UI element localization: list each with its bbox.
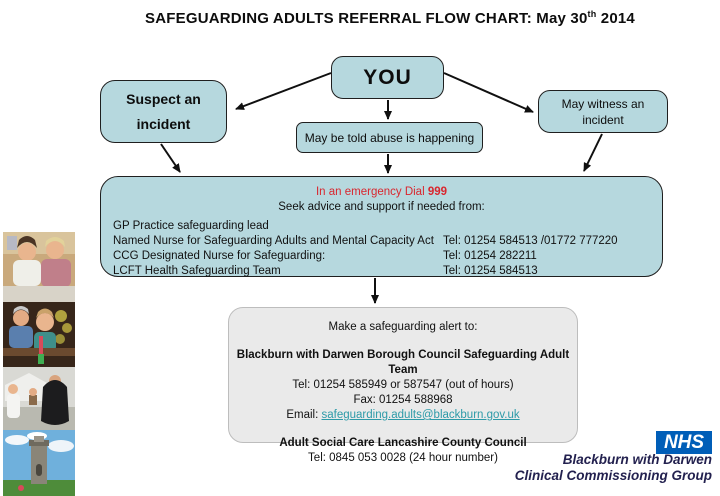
contact-label: CCG Designated Nurse for Safeguarding: bbox=[113, 250, 326, 262]
contact-tel: Tel: 01254 584513 bbox=[443, 265, 538, 277]
node-you: YOU bbox=[331, 56, 444, 99]
photo-community-event bbox=[3, 367, 75, 430]
arrow-you-to-witness bbox=[443, 72, 534, 113]
contact-label: LCFT Health Safeguarding Team bbox=[113, 265, 281, 277]
contact-tel bbox=[443, 219, 648, 234]
contact-label: Named Nurse for Safeguarding Adults and … bbox=[113, 235, 434, 247]
bwd-telephone: Tel: 01254 585949 or 587547 (out of hour… bbox=[292, 379, 514, 391]
contact-row: GP Practice safeguarding lead bbox=[101, 219, 662, 234]
contact-tel: Tel: 01254 282211 bbox=[443, 250, 537, 262]
photo-women-at-table bbox=[3, 232, 75, 302]
nhs-logo-text: NHS bbox=[663, 431, 705, 453]
photo-strip bbox=[3, 232, 75, 496]
photo-community-event-illustration bbox=[3, 367, 75, 430]
lcc-team-name: Adult Social Care Lancashire County Coun… bbox=[279, 437, 527, 449]
arrow-witness-to-emergency bbox=[583, 133, 603, 172]
page-title-superscript: th bbox=[587, 9, 597, 19]
contact-row: LCFT Health Safeguarding Team Tel: 01254… bbox=[101, 264, 662, 279]
nhs-caption-line1: Blackburn with Darwen bbox=[562, 452, 712, 467]
nhs-logo: NHS bbox=[656, 431, 712, 454]
contact-tel: Tel: 01254 584513 /01772 777220 bbox=[443, 235, 618, 247]
node-suspect-incident: Suspect an incident bbox=[100, 80, 227, 143]
contact-row: Named Nurse for Safeguarding Adults and … bbox=[101, 234, 662, 249]
bwd-email-line: Email: safeguarding.adults@blackburn.gov… bbox=[229, 408, 577, 423]
spacer bbox=[229, 335, 577, 348]
page-title-year: 2014 bbox=[596, 10, 635, 27]
emergency-advice-box: In an emergency Dial 999 Seek advice and… bbox=[100, 176, 663, 277]
bwd-fax: Fax: 01254 588968 bbox=[353, 394, 453, 406]
emergency-heading-text: In an emergency Dial bbox=[315, 186, 428, 198]
photo-darwen-tower-illustration bbox=[3, 430, 75, 496]
emergency-contact-list: GP Practice safeguarding lead Named Nurs… bbox=[101, 219, 662, 279]
emergency-999: 999 bbox=[427, 186, 448, 198]
safeguarding-alert-box: Make a safeguarding alert to: Blackburn … bbox=[228, 307, 578, 464]
email-label: Email: bbox=[286, 409, 322, 421]
bwd-team-name: Blackburn with Darwen Borough Council Sa… bbox=[236, 349, 570, 376]
node-witness-incident: May witness an incident bbox=[538, 90, 668, 133]
photo-darwen-tower bbox=[3, 430, 75, 496]
photo-man-and-child-gardening-illustration bbox=[3, 302, 75, 367]
emergency-subheading: Seek advice and support if needed from: bbox=[278, 201, 485, 213]
contact-row: CCG Designated Nurse for Safeguarding: T… bbox=[101, 249, 662, 264]
emergency-heading: In an emergency Dial 999 bbox=[101, 185, 662, 200]
page-title-text: SAFEGUARDING ADULTS REFERRAL FLOW CHART:… bbox=[145, 10, 588, 27]
nhs-caption: Blackburn with Darwen Clinical Commissio… bbox=[515, 452, 712, 484]
email-link[interactable]: safeguarding.adults@blackburn.gov.uk bbox=[321, 409, 520, 421]
contact-label: GP Practice safeguarding lead bbox=[113, 220, 269, 232]
spacer bbox=[229, 423, 577, 436]
nhs-caption-line2: Clinical Commissioning Group bbox=[514, 468, 712, 483]
node-told-abuse: May be told abuse is happening bbox=[296, 122, 483, 153]
photo-women-at-table-illustration bbox=[3, 232, 75, 302]
arrow-you-to-suspect bbox=[235, 72, 332, 110]
lcc-telephone: Tel: 0845 053 0028 (24 hour number) bbox=[308, 452, 498, 464]
arrow-suspect-to-emergency bbox=[160, 143, 181, 173]
photo-man-and-child-gardening bbox=[3, 302, 75, 367]
alert-heading: Make a safeguarding alert to: bbox=[328, 321, 478, 333]
page-title: SAFEGUARDING ADULTS REFERRAL FLOW CHART:… bbox=[60, 9, 720, 27]
